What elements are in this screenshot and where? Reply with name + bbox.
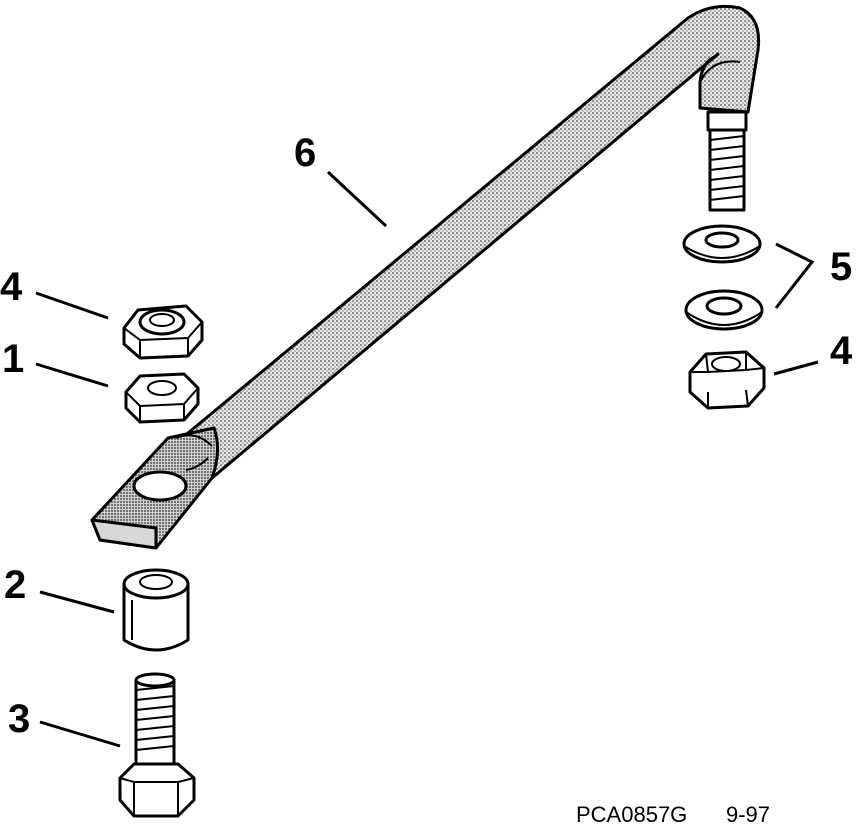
rod-eye-hole [132, 470, 188, 502]
jam-nut [124, 372, 200, 424]
drag-link-rod [90, 4, 761, 550]
callout-3: 3 [8, 697, 30, 741]
callout-1: 1 [2, 337, 24, 381]
callout-2: 2 [4, 563, 26, 607]
callout-4-left: 4 [0, 265, 23, 309]
callout-5: 5 [830, 245, 852, 289]
spacer-bushing [122, 568, 190, 652]
hex-nut-right [688, 350, 766, 410]
figure-date: 9-97 [726, 802, 770, 827]
lock-nut-left [122, 304, 204, 360]
figure-code: PCA0857G [576, 802, 687, 827]
callout-4-right: 4 [830, 329, 853, 373]
leader-lines [35, 170, 819, 748]
flange-bolt [118, 672, 196, 818]
washer-upper [682, 224, 762, 264]
rod-stud-threads [708, 128, 746, 212]
washer-lower [684, 289, 764, 331]
callout-6: 6 [294, 131, 316, 175]
